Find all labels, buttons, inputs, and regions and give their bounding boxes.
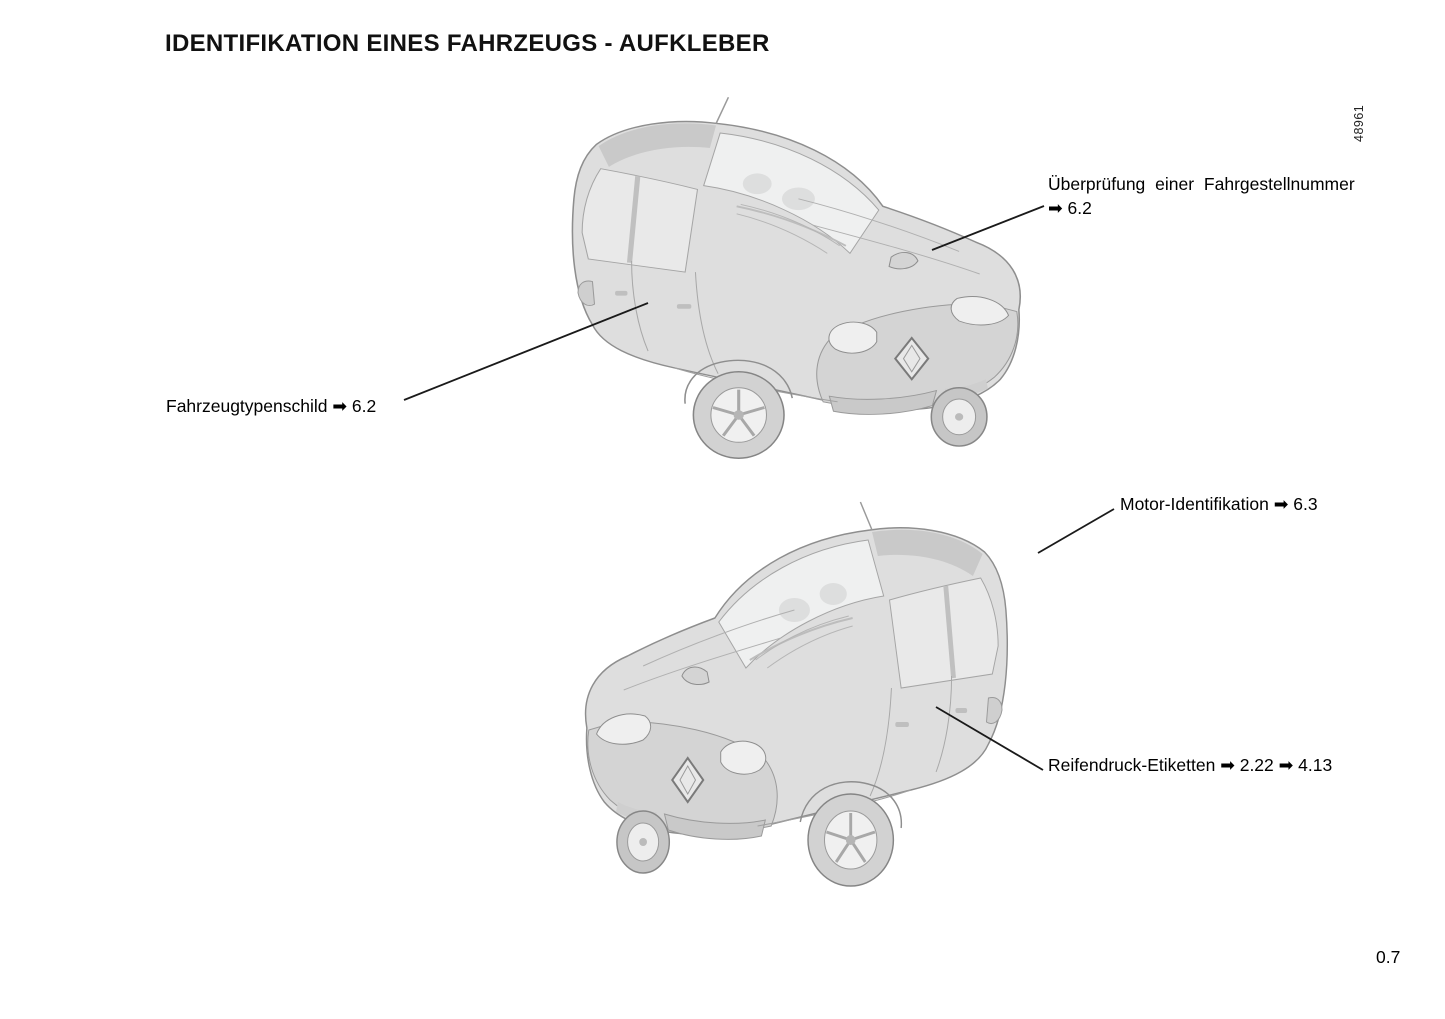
page-number: 0.7 [1376,947,1401,967]
callout-tyre-pressure-label: Reifendruck-Etiketten [1048,755,1216,775]
leader-line-vin-check [931,205,1045,251]
callout-tyre-pressure: Reifendruck-Etiketten ➡ 2.22 ➡ 4.13 [1048,754,1332,778]
page-title: IDENTIFIKATION EINES FAHRZEUGS - AUFKLEB… [165,30,770,57]
leader-line-type-plate [403,302,649,401]
callout-engine-id: Motor-Identifikation ➡ 6.3 [1120,493,1318,517]
callout-type-plate-ref: ➡ 6.2 [332,396,377,416]
callout-type-plate: Fahrzeugtypenschild ➡ 6.2 [166,395,376,419]
leader-line-tyre-pressure [935,706,1044,771]
leader-line-engine-id [1037,508,1115,554]
callout-engine-id-label: Motor-Identifikation [1120,494,1269,514]
callout-vin-check: Überprüfung einer Fahrgestellnummer ➡ 6.… [1048,173,1380,220]
callout-tyre-pressure-ref: ➡ 2.22 ➡ 4.13 [1220,755,1333,775]
car-illustration-top [572,97,1020,458]
callout-vin-check-label: Überprüfung einer Fahrgestellnummer [1048,174,1355,194]
callout-type-plate-label: Fahrzeugtypenschild [166,396,328,416]
figure-number: 48961 [1352,104,1366,142]
callout-vin-check-ref: ➡ 6.2 [1048,197,1092,218]
car-illustration-bottom [586,502,1008,886]
callout-engine-id-ref: ➡ 6.3 [1273,494,1318,514]
